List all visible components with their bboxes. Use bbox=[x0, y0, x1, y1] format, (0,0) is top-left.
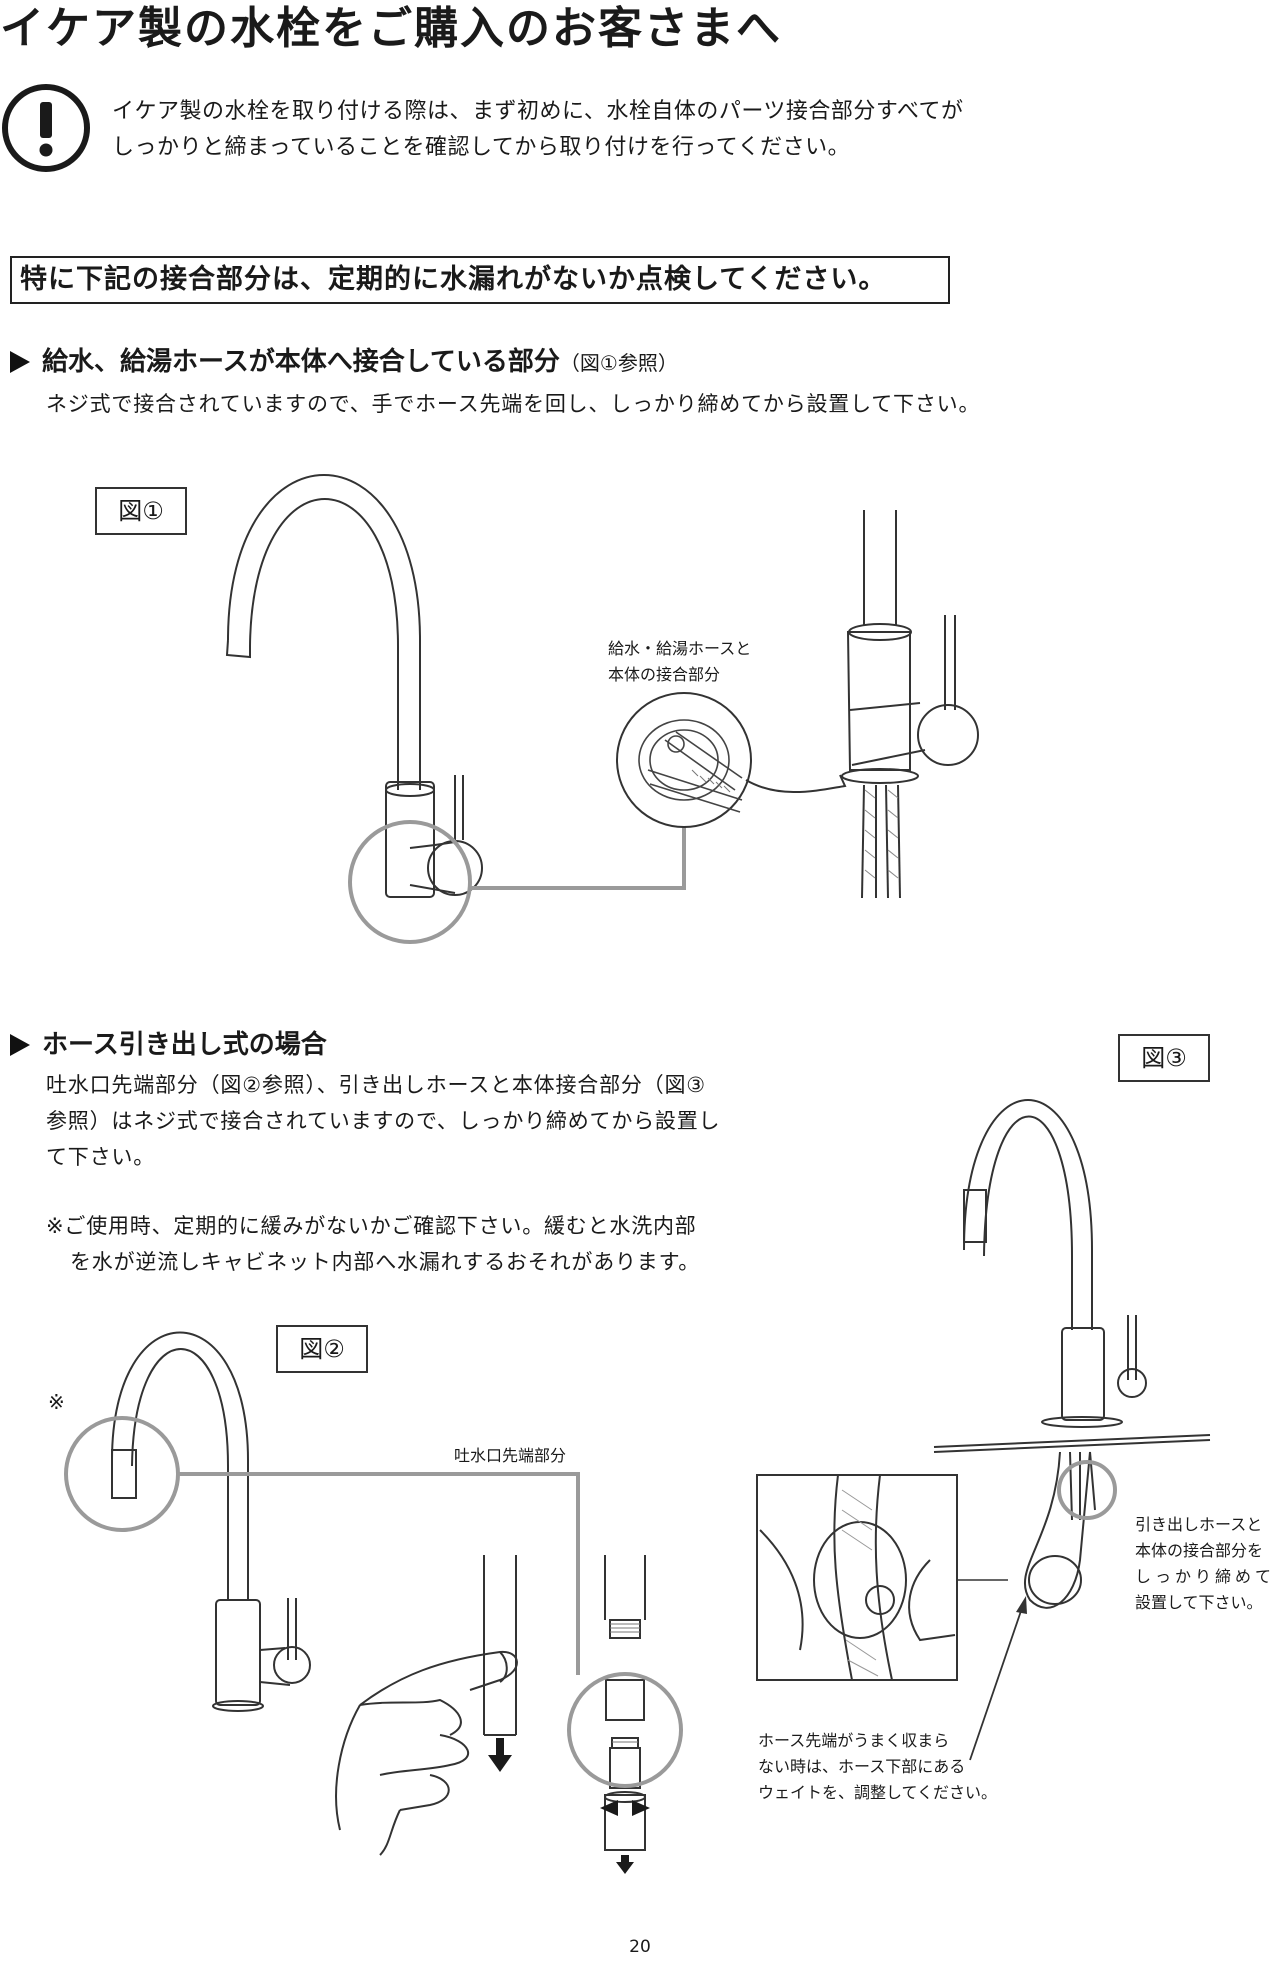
figure1-callout-line: 給水・給湯ホースと bbox=[608, 639, 752, 658]
page-number: 20 bbox=[629, 1937, 651, 1957]
triangle-bullet-icon bbox=[10, 1034, 30, 1056]
section2-body-line: 参照）はネジ式で接合されていますので、しっかり締めてから設置し bbox=[46, 1109, 721, 1133]
figure3-right-callout-line: しっかり締めて bbox=[1135, 1567, 1276, 1586]
page-title: イケア製の水栓をご購入のお客さまへ bbox=[0, 3, 782, 54]
inspection-heading-box: 特に下記の接合部分は、定期的に水漏れがないか点検してください。 bbox=[10, 256, 950, 304]
section2-heading-text: ホース引き出し式の場合 bbox=[42, 1030, 327, 1060]
figure3-right-callout-line: 引き出しホースと bbox=[1135, 1515, 1263, 1534]
section2-note: ※ご使用時、定期的に緩みがないかご確認下さい。緩むと水洗内部 を水が逆流しキャビ… bbox=[46, 1208, 700, 1280]
section1-heading-ref: （図①参照） bbox=[559, 351, 678, 375]
section2-body-line: て下さい。 bbox=[46, 1145, 155, 1169]
figure1-callout-line: 本体の接合部分 bbox=[608, 665, 721, 684]
figure1-callout: 給水・給湯ホースと 本体の接合部分 bbox=[608, 636, 751, 688]
figure3-label: 図③ bbox=[1118, 1034, 1210, 1082]
figure1-label: 図① bbox=[95, 487, 187, 535]
section2-body: 吐水口先端部分（図②参照）、引き出しホースと本体接合部分（図③ 参照）はネジ式で… bbox=[46, 1067, 720, 1175]
section2-heading: ホース引き出し式の場合 bbox=[10, 1027, 327, 1063]
exclamation-icon bbox=[2, 84, 90, 172]
figure3-bottom-callout-line: ホース先端がうまく収まら bbox=[758, 1731, 950, 1750]
figure3-bottom-callout-line: ウェイトを、調整してください。 bbox=[758, 1783, 998, 1802]
section2-body-line: 吐水口先端部分（図②参照）、引き出しホースと本体接合部分（図③ bbox=[46, 1073, 706, 1097]
figure2-callout: 吐水口先端部分 bbox=[454, 1446, 567, 1465]
notice-line: しっかりと締まっていることを確認してから取り付けを行ってください。 bbox=[112, 135, 851, 160]
figure3-bottom-callout-line: ない時は、ホース下部にある bbox=[758, 1757, 966, 1776]
section1-body: ネジ式で接合されていますので、手でホース先端を回し、しっかり締めてから設置して下… bbox=[46, 392, 981, 416]
figure2-label: 図② bbox=[276, 1325, 368, 1373]
notice-text: イケア製の水栓を取り付ける際は、まず初めに、水栓自体のパーツ接合部分すべてが し… bbox=[112, 94, 963, 166]
figure3-bottom-callout: ホース先端がうまく収まら ない時は、ホース下部にある ウェイトを、調整してくださ… bbox=[758, 1728, 997, 1806]
figure2-asterisk: ※ bbox=[48, 1390, 65, 1414]
section1-heading: 給水、給湯ホースが本体へ接合している部分（図①参照） bbox=[10, 344, 678, 381]
section1-heading-text: 給水、給湯ホースが本体へ接合している部分 bbox=[42, 347, 560, 377]
section2-note-line: を水が逆流しキャビネット内部へ水漏れするおそれがあります。 bbox=[70, 1250, 701, 1274]
notice-line: イケア製の水栓を取り付ける際は、まず初めに、水栓自体のパーツ接合部分すべてが bbox=[112, 99, 964, 124]
figure3-right-callout-line: 設置して下さい。 bbox=[1135, 1593, 1263, 1612]
triangle-bullet-icon bbox=[10, 351, 30, 373]
section2-note-line: ※ご使用時、定期的に緩みがないかご確認下さい。緩むと水洗内部 bbox=[46, 1214, 697, 1238]
figure3-right-callout-line: 本体の接合部分を bbox=[1135, 1541, 1264, 1560]
figure3-right-callout: 引き出しホースと 本体の接合部分を しっかり締めて 設置して下さい。 bbox=[1135, 1512, 1275, 1616]
